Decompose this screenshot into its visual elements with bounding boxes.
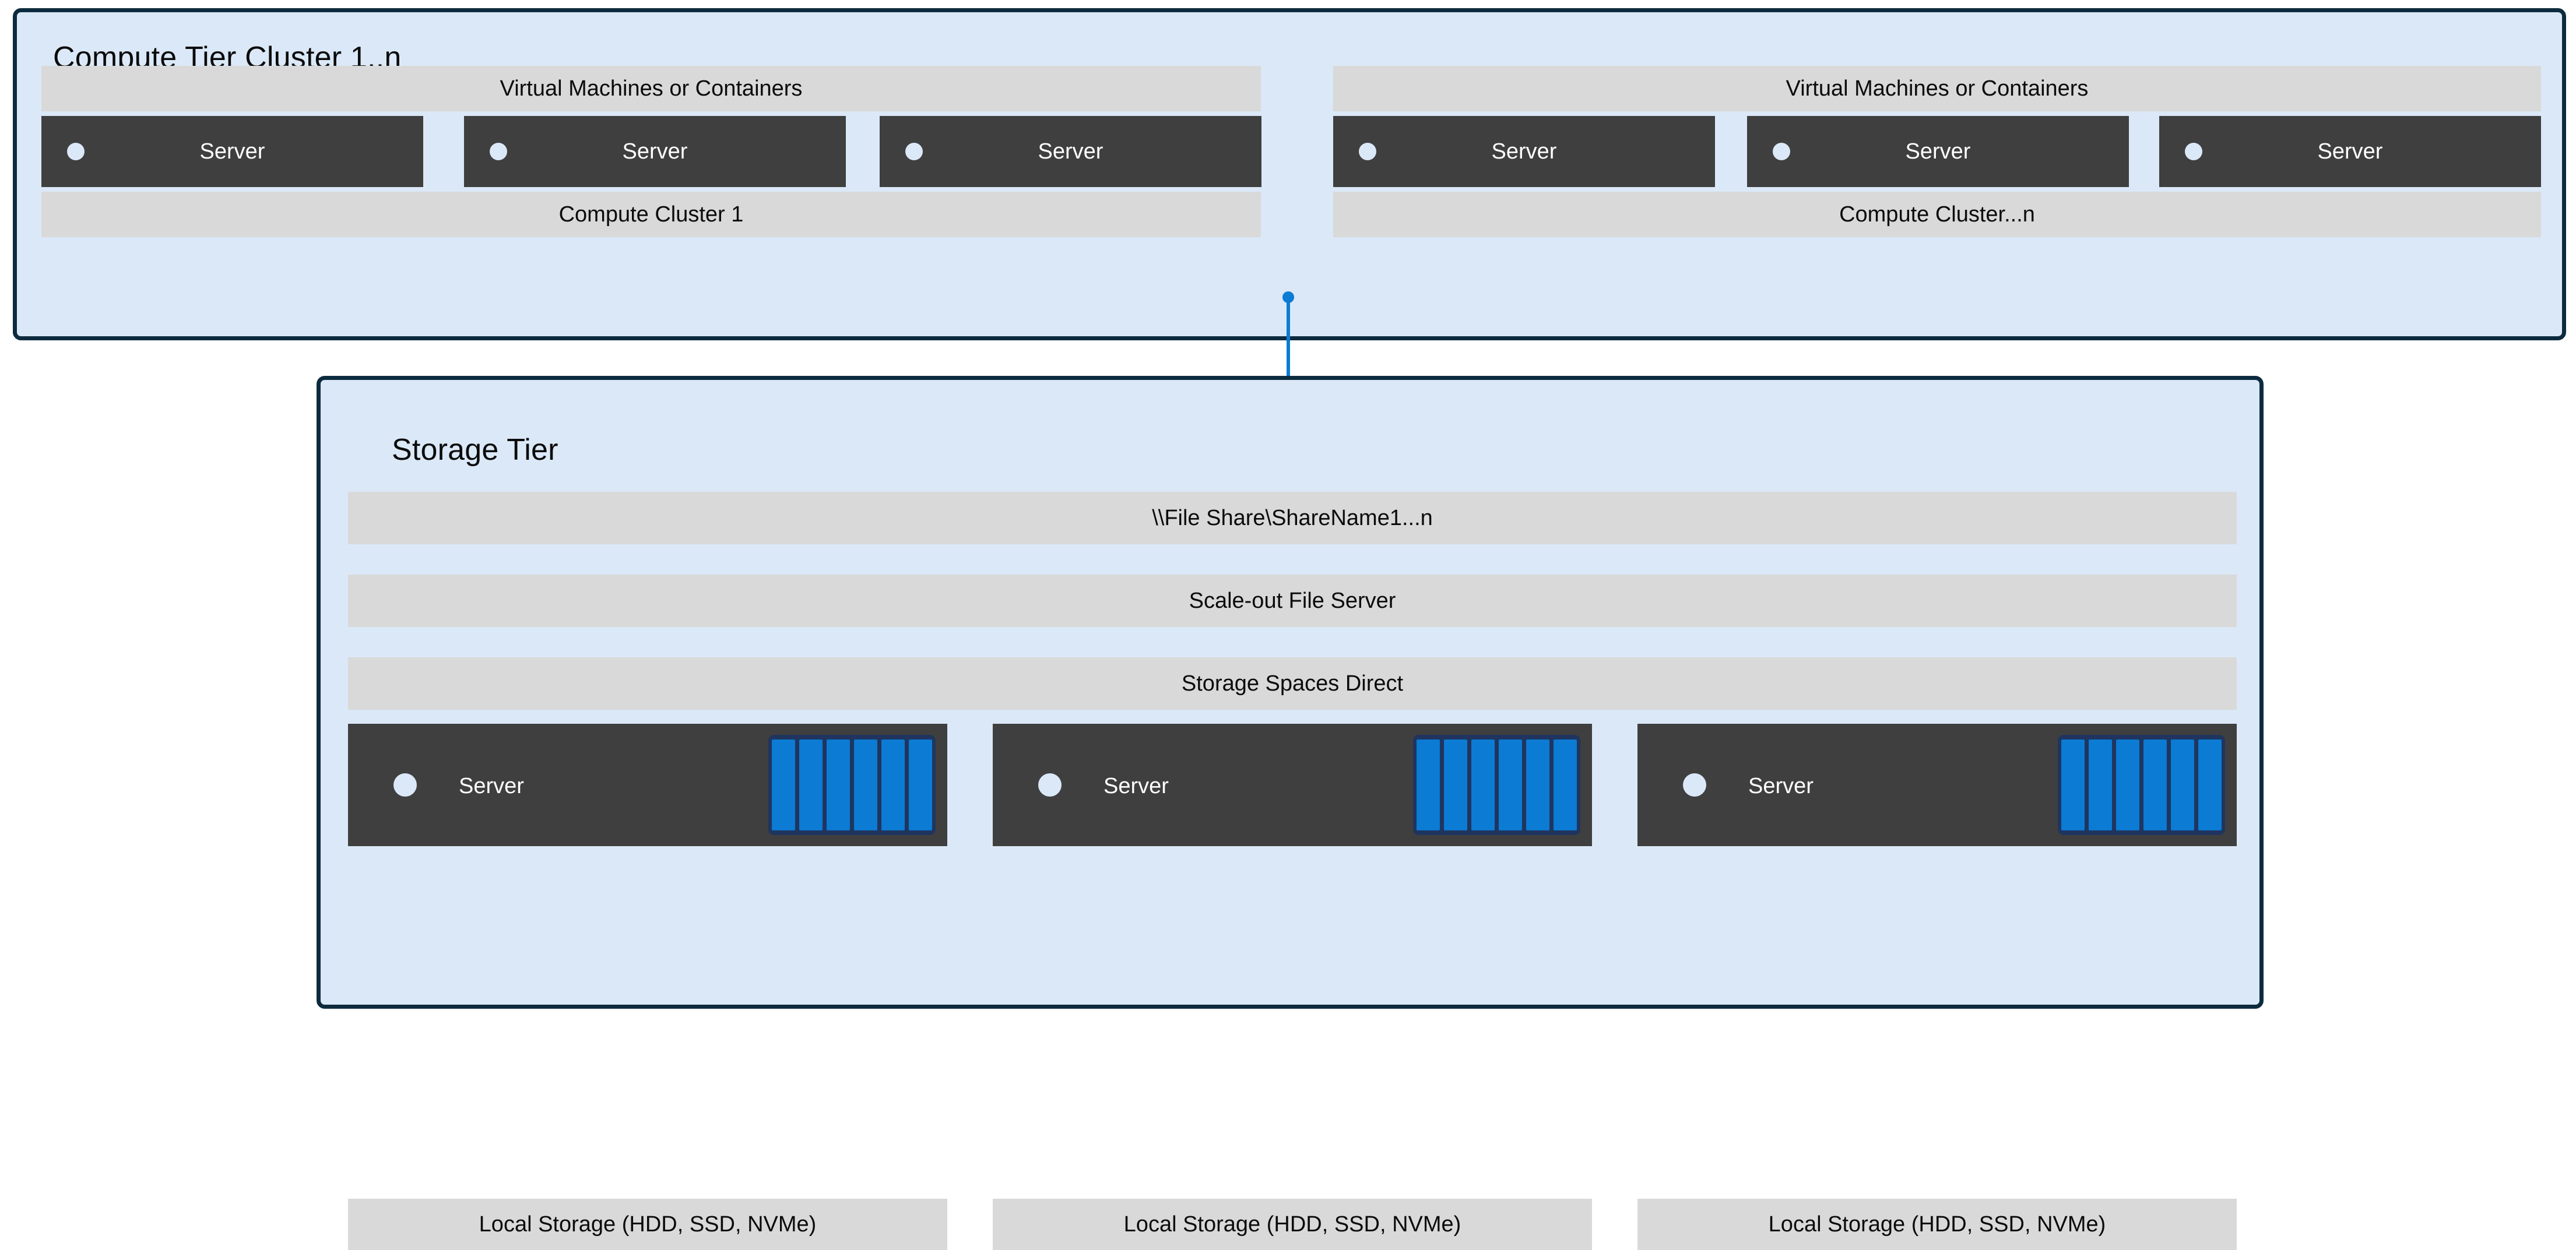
status-led-icon — [1683, 773, 1706, 797]
compute-server-n-2[interactable]: Server — [1747, 116, 2129, 187]
local-storage-band-3-label: Local Storage (HDD, SSD, NVMe) — [1768, 1212, 2106, 1237]
disk-icon — [2143, 740, 2167, 830]
connector-line — [1287, 297, 1290, 411]
storage-server-3-label: Server — [1748, 774, 1814, 798]
storage-server-2[interactable]: Server — [993, 724, 1592, 846]
disk-icon — [2061, 740, 2085, 830]
disk-icon — [772, 740, 795, 830]
disk-icon — [1417, 740, 1440, 830]
disk-icon — [2116, 740, 2139, 830]
local-storage-band-1: Local Storage (HDD, SSD, NVMe) — [348, 1199, 947, 1250]
cluster-1-vm-band: Virtual Machines or Containers — [41, 66, 1261, 111]
disk-icon — [1444, 740, 1467, 830]
compute-server-1-1[interactable]: Server — [41, 116, 423, 187]
storage-server-3[interactable]: Server — [1637, 724, 2237, 846]
status-led-icon — [2185, 143, 2202, 160]
local-storage-band-1-label: Local Storage (HDD, SSD, NVMe) — [479, 1212, 817, 1237]
compute-server-n-3[interactable]: Server — [2159, 116, 2541, 187]
status-led-icon — [1359, 143, 1376, 160]
compute-server-1-3-label: Server — [1038, 139, 1104, 164]
file-share-band: \\File Share\ShareName1...n — [348, 492, 2237, 544]
status-led-icon — [1038, 773, 1062, 797]
cluster-1-vm-band-label: Virtual Machines or Containers — [500, 76, 803, 101]
compute-server-1-2[interactable]: Server — [464, 116, 846, 187]
storage-node-2: Server Local Storage (HDD, SSD, NVMe) — [993, 724, 1592, 1250]
disk-bay-2 — [1413, 735, 1580, 835]
disk-icon — [1471, 740, 1495, 830]
status-led-icon — [1773, 143, 1790, 160]
scale-out-file-server-band: Scale-out File Server — [348, 575, 2237, 627]
storage-tier-container: Storage Tier \\File Share\ShareName1...n… — [317, 376, 2264, 1250]
disk-icon — [827, 740, 850, 830]
storage-node-1: Server Local Storage (HDD, SSD, NVMe) — [348, 724, 947, 1250]
storage-server-1-label: Server — [459, 774, 524, 798]
disk-icon — [2171, 740, 2194, 830]
disk-icon — [1526, 740, 1549, 830]
disk-icon — [799, 740, 823, 830]
compute-server-1-3[interactable]: Server — [880, 116, 1261, 187]
status-led-icon — [393, 773, 417, 797]
status-led-icon — [490, 143, 507, 160]
cluster-n-vm-band: Virtual Machines or Containers — [1333, 66, 2541, 111]
scale-out-file-server-band-label: Scale-out File Server — [1189, 588, 1396, 613]
compute-server-1-1-label: Server — [199, 139, 265, 164]
cluster-n-vm-band-label: Virtual Machines or Containers — [1786, 76, 2089, 101]
disk-icon — [2089, 740, 2112, 830]
disk-icon — [1499, 740, 1522, 830]
local-storage-band-2: Local Storage (HDD, SSD, NVMe) — [993, 1199, 1592, 1250]
disk-icon — [1554, 740, 1577, 830]
storage-server-2-label: Server — [1104, 774, 1169, 798]
disk-bay-3 — [2058, 735, 2225, 835]
local-storage-band-2-label: Local Storage (HDD, SSD, NVMe) — [1123, 1212, 1461, 1237]
disk-bay-1 — [768, 735, 936, 835]
disk-icon — [881, 740, 905, 830]
compute-server-n-3-label: Server — [2317, 139, 2383, 164]
storage-spaces-direct-band: Storage Spaces Direct — [348, 657, 2237, 710]
compute-server-n-1[interactable]: Server — [1333, 116, 1715, 187]
storage-server-1[interactable]: Server — [348, 724, 947, 846]
compute-tier-container: Compute Tier Cluster 1..n Virtual Machin… — [13, 8, 2566, 340]
cluster-1-name-label: Compute Cluster 1 — [558, 202, 744, 227]
status-led-icon — [905, 143, 923, 160]
disk-icon — [2198, 740, 2222, 830]
storage-node-3: Server Local Storage (HDD, SSD, NVMe) — [1637, 724, 2237, 1250]
storage-tier-title: Storage Tier — [392, 433, 558, 467]
cluster-1-name-band: Compute Cluster 1 — [41, 192, 1261, 237]
compute-server-1-2-label: Server — [622, 139, 688, 164]
local-storage-band-3: Local Storage (HDD, SSD, NVMe) — [1637, 1199, 2237, 1250]
compute-server-n-1-label: Server — [1491, 139, 1557, 164]
cluster-n-name-band: Compute Cluster...n — [1333, 192, 2541, 237]
disk-icon — [909, 740, 932, 830]
file-share-band-label: \\File Share\ShareName1...n — [1152, 505, 1433, 530]
compute-server-n-2-label: Server — [1905, 139, 1971, 164]
storage-spaces-direct-band-label: Storage Spaces Direct — [1181, 671, 1404, 696]
status-led-icon — [67, 143, 85, 160]
disk-icon — [854, 740, 877, 830]
cluster-n-name-label: Compute Cluster...n — [1839, 202, 2035, 227]
